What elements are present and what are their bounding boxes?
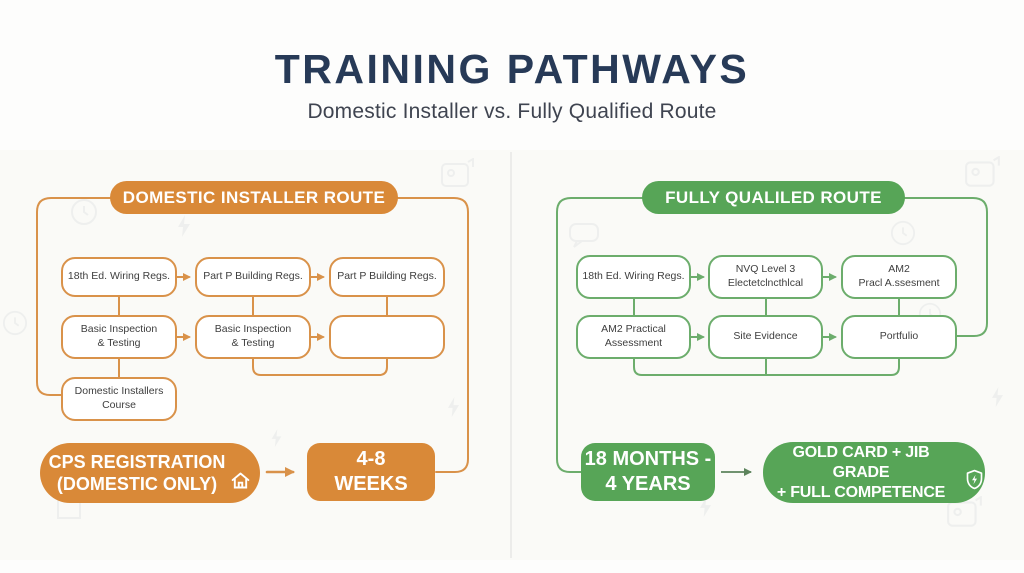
lightning-icon xyxy=(700,496,711,518)
lightning-icon xyxy=(271,429,282,447)
domestic-route-title: DOMESTIC INSTALLER ROUTE xyxy=(122,187,386,207)
photo-icon xyxy=(947,496,982,527)
page-title: TRAINING PATHWAYS xyxy=(274,46,750,92)
photo-icon xyxy=(441,158,474,187)
qualified-step-am2-practical: AM2 Practical Assessment xyxy=(576,315,691,359)
qualified-route-header: FULLY QUALILED ROUTE xyxy=(642,181,905,214)
domestic-step-part-p-2: Part P Building Regs. xyxy=(329,257,445,297)
domestic-step-inspection-2: Basic Inspection & Testing xyxy=(195,315,311,359)
house-icon xyxy=(232,472,250,488)
qualified-route-title: FULLY QUALILED ROUTE xyxy=(665,187,882,207)
domestic-step-empty xyxy=(329,315,445,359)
photo-icon xyxy=(965,156,1000,187)
qualified-step-nvq-level-3: NVQ Level 3 Electetclncthlcal xyxy=(708,255,823,299)
domestic-route-header: DOMESTIC INSTALLER ROUTE xyxy=(110,181,398,214)
qualified-step-wiring-regs: 18th Ed. Wiring Regs. xyxy=(576,255,691,299)
qualified-step-am2-assessment-1: AM2 Pracl A.ssesment xyxy=(841,255,957,299)
clock-icon xyxy=(2,310,28,336)
page-subtitle: Domestic Installer vs. Fully Qualified R… xyxy=(307,100,717,123)
qualified-duration-box: 18 MONTHS - 4 YEARS xyxy=(581,443,715,501)
cps-registration-box: CPS REGISTRATION (DOMESTIC ONLY) xyxy=(40,443,260,503)
domestic-step-inspection-1: Basic Inspection & Testing xyxy=(61,315,177,359)
domestic-step-part-p-1: Part P Building Regs. xyxy=(195,257,311,297)
speech-bubble-icon xyxy=(569,223,599,248)
qualified-outcome-box: GOLD CARD + JIB GRADE + FULL COMPETENCE xyxy=(763,442,985,503)
circle-icon xyxy=(71,199,97,225)
lightning-icon xyxy=(448,396,459,418)
domestic-duration-box: 4-8 WEEKS xyxy=(307,443,435,501)
panel-divider xyxy=(510,152,512,558)
shield-lightning-icon xyxy=(966,469,983,490)
domestic-step-wiring-regs: 18th Ed. Wiring Regs. xyxy=(61,257,177,297)
clock-icon xyxy=(890,220,916,246)
qualified-step-portfolio: Portfulio xyxy=(841,315,957,359)
qualified-step-site-evidence: Site Evidence xyxy=(708,315,823,359)
domestic-step-installers-course: Domestic Installers Course xyxy=(61,377,177,421)
lightning-icon xyxy=(992,386,1003,408)
lightning-icon xyxy=(178,215,190,237)
